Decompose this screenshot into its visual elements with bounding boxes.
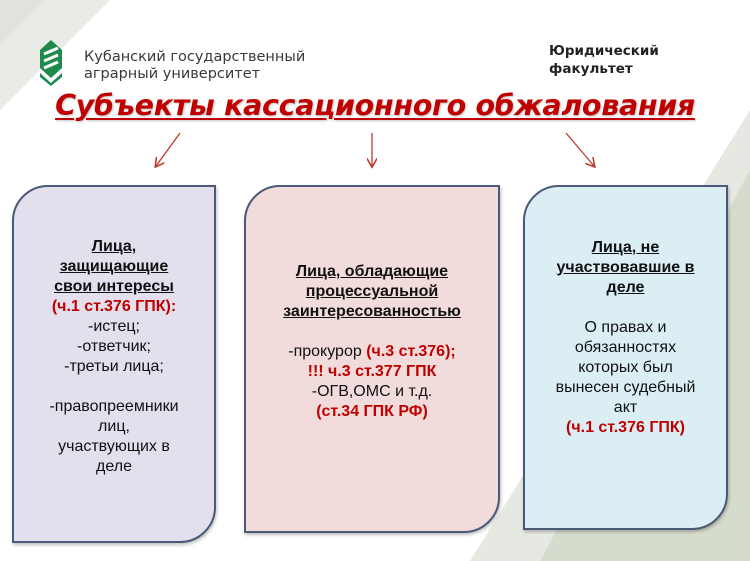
box-mid-item-prosecutor: -прокурор (ч.3 ст.376); [288, 342, 455, 362]
box-left-extra-2: лиц, [98, 418, 130, 435]
page-title: Субъекты кассационного обжалования [55, 89, 695, 122]
university-name-line1: Кубанский государственный [84, 49, 306, 65]
arrow-right-icon [565, 132, 594, 166]
box-left-heading-3: свои интересы [54, 278, 174, 295]
box-left-item-third-parties: -третьи лица; [64, 358, 164, 375]
box-right-heading-1: Лица, не [591, 238, 660, 256]
box-right-heading-3: деле [606, 278, 645, 296]
box-left-heading-2: защищающие [59, 258, 169, 275]
box-mid-item1-ref: (ч.3 ст.376); [366, 343, 456, 360]
box-parties-protecting-interests: Лица, защищающие свои интересы (ч.1 ст.3… [12, 185, 216, 543]
arrows [0, 132, 750, 180]
box-parties-procedural-interest: Лица, обладающие процессуальной заинтере… [244, 185, 500, 533]
box-mid-note: !!! ч.3 ст.377 ГПК [307, 363, 437, 380]
box-mid-heading-3: заинтересованностью [283, 303, 461, 320]
box-right-heading-2: участвовавшие в [556, 258, 695, 276]
leaf-logo-icon [40, 40, 62, 86]
box-left-item-defendant: -ответчик; [77, 338, 151, 355]
box-left-heading-1: Лица, [91, 238, 137, 255]
box-mid-heading-2: процессуальной [305, 283, 439, 300]
box-mid-item2: -ОГВ,ОМС и т.д. [311, 383, 433, 400]
box-right-ref: (ч.1 ст.376 ГПК) [566, 418, 685, 436]
box-right-body-3: которых был [578, 358, 673, 376]
box-mid-ref2: (ст.34 ГПК РФ) [316, 403, 428, 420]
box-left-extra-3: участвующих в [58, 438, 170, 455]
box-left-ref: (ч.1 ст.376 ГПК): [51, 298, 177, 315]
faculty-name-line1: Юридический [549, 43, 659, 59]
box-left-extra-4: деле [96, 458, 132, 475]
box-right-body-4: вынесен судебный [555, 378, 696, 396]
box-left-item-plaintiff: -истец; [88, 318, 140, 335]
box-mid-heading-1: Лица, обладающие [295, 263, 449, 280]
faculty-name-line2: факультет [549, 61, 633, 77]
faculty-name: Юридический факультет [549, 42, 659, 78]
box-mid-item1-text: -прокурор [288, 343, 367, 360]
university-name: Кубанский государственный аграрный униве… [84, 49, 305, 83]
university-name-line2: аграрный университет [84, 66, 261, 82]
arrow-left-icon [156, 132, 181, 166]
box-right-body-5: акт [613, 398, 638, 416]
box-right-body-1: О правах и [584, 318, 667, 336]
box-left-extra-1: -правопреемники [49, 398, 179, 415]
box-right-body-2: обязанностях [574, 338, 677, 356]
box-non-participants: Лица, не участвовавшие в деле О правах и… [523, 185, 728, 530]
